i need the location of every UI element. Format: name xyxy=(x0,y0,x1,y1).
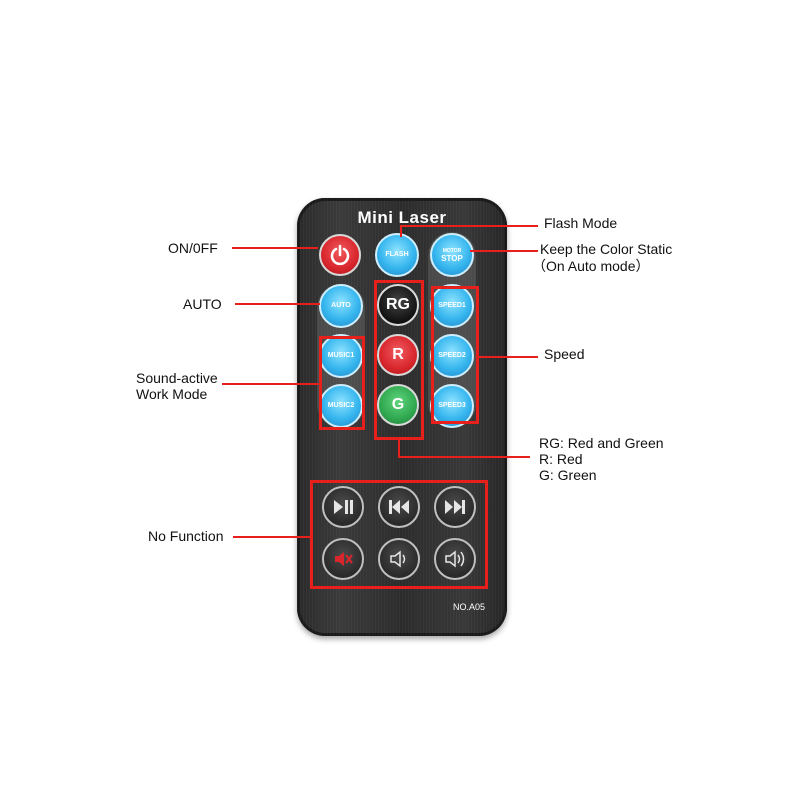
sound-active-label-line1: Sound-active xyxy=(136,370,218,386)
rg-line-v xyxy=(398,440,400,458)
volume-up-icon xyxy=(445,550,465,568)
auto-button-label: AUTO xyxy=(331,302,351,309)
next-icon xyxy=(445,500,465,514)
rg-line-h xyxy=(398,456,530,458)
flash-line-h xyxy=(400,225,538,227)
motor-stop-button[interactable]: MOTOR STOP xyxy=(430,233,474,277)
on-off-label: ON/0FF xyxy=(168,240,218,256)
rg-label-line2: R: Red xyxy=(539,451,583,467)
auto-label: AUTO xyxy=(183,296,222,312)
volume-down-icon xyxy=(390,550,406,568)
music1-button-label: MUSIC1 xyxy=(327,352,355,359)
no-function-line xyxy=(233,536,310,538)
auto-button[interactable]: AUTO xyxy=(319,284,363,328)
g-button[interactable]: G xyxy=(377,384,419,426)
no-function-label: No Function xyxy=(148,528,224,544)
model-number: NO.A05 xyxy=(452,602,485,612)
mute-button[interactable] xyxy=(322,538,364,580)
speed2-button[interactable]: SPEED2 xyxy=(430,334,474,378)
play-pause-icon xyxy=(334,500,353,514)
speed-label: Speed xyxy=(544,346,585,362)
rg-button[interactable]: RG xyxy=(377,284,419,326)
motor-label: MOTOR xyxy=(442,247,462,254)
play-pause-button[interactable] xyxy=(322,486,364,528)
power-button[interactable] xyxy=(319,234,361,276)
g-button-label: G xyxy=(391,396,405,413)
mute-icon xyxy=(335,552,353,566)
speed-buttons-highlight xyxy=(431,286,479,424)
previous-icon xyxy=(389,500,409,514)
previous-button[interactable] xyxy=(378,486,420,528)
music2-button-label: MUSIC2 xyxy=(327,402,355,409)
r-button[interactable]: R xyxy=(377,334,419,376)
music1-button[interactable]: MUSIC1 xyxy=(319,334,363,378)
color-buttons-highlight xyxy=(374,280,424,440)
rg-label-line1: RG: Red and Green xyxy=(539,435,664,451)
keep-static-label-line1: Keep the Color Static xyxy=(540,241,673,257)
music-buttons-highlight xyxy=(319,336,365,430)
rg-button-label: RG xyxy=(386,296,410,313)
on-off-line xyxy=(232,247,318,249)
speed2-button-label: SPEED2 xyxy=(438,352,466,359)
rg-label-line3: G: Green xyxy=(539,467,597,483)
media-buttons-highlight xyxy=(310,480,488,589)
sound-active-label-line2: Work Mode xyxy=(136,386,208,402)
keep-static-line xyxy=(470,250,538,252)
brand-label: Mini Laser xyxy=(357,208,447,227)
flash-line-v xyxy=(400,225,402,237)
flash-button[interactable]: FLASH xyxy=(375,233,419,277)
auto-line xyxy=(235,303,320,305)
power-icon xyxy=(330,244,350,266)
sound-line xyxy=(222,383,319,385)
speed3-button-label: SPEED3 xyxy=(438,402,466,409)
next-button[interactable] xyxy=(434,486,476,528)
flash-mode-label: Flash Mode xyxy=(544,215,618,231)
stop-label: STOP xyxy=(441,253,463,263)
volume-down-button[interactable] xyxy=(378,538,420,580)
speed1-button-label: SPEED1 xyxy=(438,302,466,309)
keep-static-label-line2: （On Auto mode） xyxy=(532,258,650,274)
speed-line xyxy=(479,356,538,358)
r-button-label: R xyxy=(392,346,404,363)
flash-button-label: FLASH xyxy=(385,251,409,258)
volume-up-button[interactable] xyxy=(434,538,476,580)
remote-control: Mini Laser FLASH MOTOR STOP AUTO RG SPEE… xyxy=(297,198,507,636)
